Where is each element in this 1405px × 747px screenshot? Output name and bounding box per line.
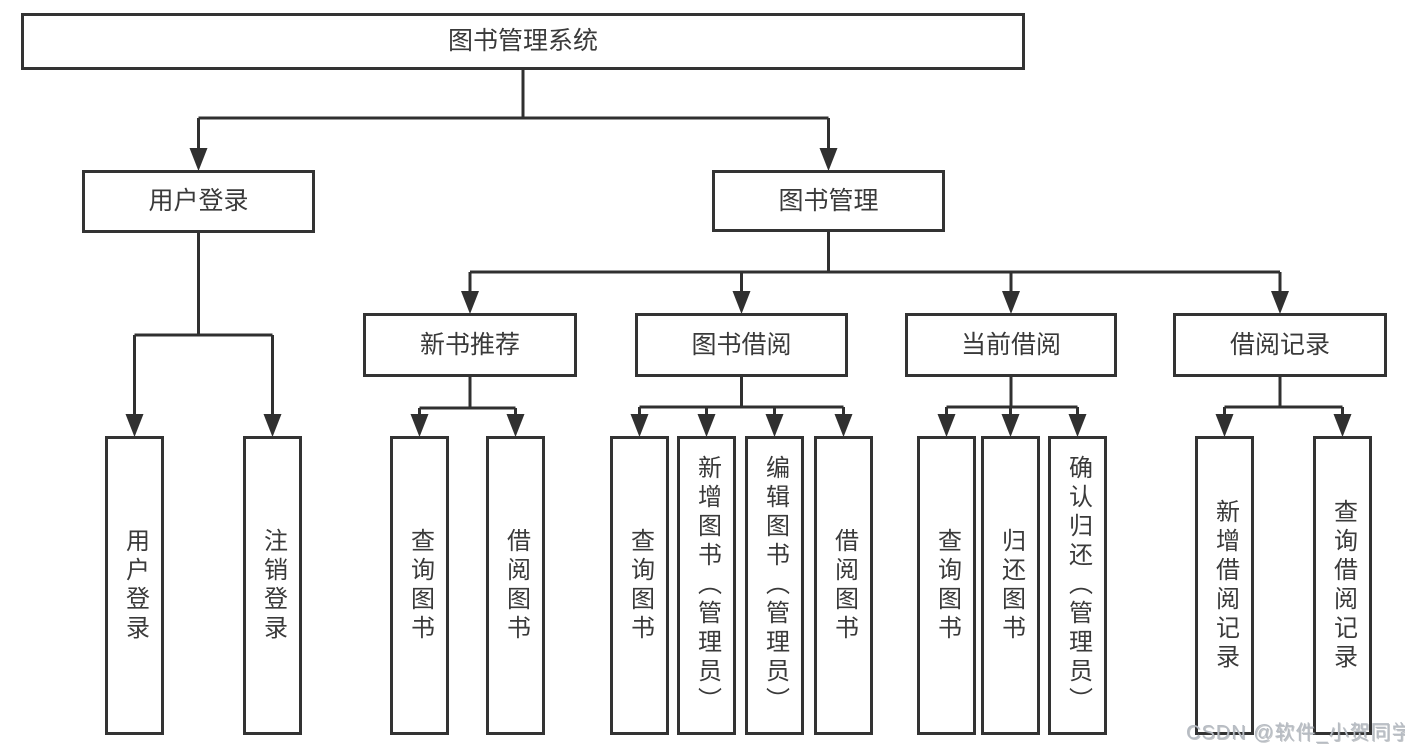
arrowheads [125,148,1352,437]
node-root: 图书管理系统 [21,13,1025,70]
leaf-query-books-current: 查询图书 [917,436,976,735]
node-book-borrow: 图书借阅 [635,313,848,377]
leaf-confirm-return-admin-label: 确认归还（管理员） [1064,455,1092,716]
node-new-book-recommend-label: 新书推荐 [419,330,520,359]
leaf-query-books-borrow: 查询图书 [610,436,669,735]
leaf-borrow-books-recommend-label: 借阅图书 [502,527,530,644]
node-user-login-branch: 用户登录 [82,170,315,233]
leaf-return-book: 归还图书 [981,436,1040,735]
leaf-borrow-books-recommend: 借阅图书 [486,436,545,735]
leaf-add-borrow-record-label: 新增借阅记录 [1211,498,1239,673]
leaf-add-book-admin-label: 新增图书（管理员） [693,455,721,716]
node-book-management-branch-label: 图书管理 [778,186,879,215]
leaf-edit-book-admin-label: 编辑图书（管理员） [761,455,789,716]
node-borrow-records-label: 借阅记录 [1229,330,1330,359]
node-user-login-branch-label: 用户登录 [148,187,249,215]
node-new-book-recommend: 新书推荐 [363,313,577,377]
leaf-query-borrow-record-label: 查询借阅记录 [1329,498,1357,673]
leaf-confirm-return-admin: 确认归还（管理员） [1048,436,1107,735]
leaf-user-login: 用户登录 [105,436,164,735]
leaf-query-books-recommend: 查询图书 [390,436,449,735]
leaf-query-books-borrow-label: 查询图书 [626,527,654,644]
node-current-borrow: 当前借阅 [905,313,1117,377]
leaf-logout-label: 注销登录 [259,527,287,644]
leaf-logout: 注销登录 [243,436,302,735]
leaf-query-books-current-label: 查询图书 [933,527,961,644]
node-current-borrow-label: 当前借阅 [960,330,1061,359]
watermark: CSDN @软件_小贺同学 [1186,722,1405,744]
leaf-user-login-label: 用户登录 [121,527,149,644]
leaf-return-book-label: 归还图书 [997,527,1025,644]
node-book-borrow-label: 图书借阅 [691,330,792,359]
leaf-borrow-books: 借阅图书 [814,436,873,735]
leaf-borrow-books-label: 借阅图书 [830,527,858,644]
leaf-add-book-admin: 新增图书（管理员） [677,436,736,735]
node-root-label: 图书管理系统 [447,27,598,55]
leaf-query-borrow-record: 查询借阅记录 [1313,436,1372,735]
leaf-add-borrow-record: 新增借阅记录 [1195,436,1254,735]
node-borrow-records: 借阅记录 [1173,313,1387,377]
node-book-management-branch: 图书管理 [712,170,945,232]
leaf-query-books-recommend-label: 查询图书 [406,527,434,644]
leaf-edit-book-admin: 编辑图书（管理员） [745,436,804,735]
